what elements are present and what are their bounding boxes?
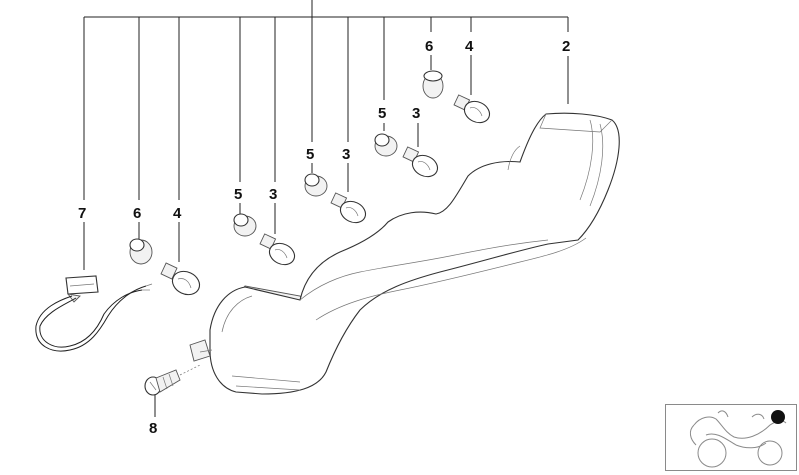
- bulb-socket-5-a: [374, 133, 398, 157]
- bulb-socket-6-top: [422, 70, 444, 99]
- callout-3-c: 3: [269, 186, 277, 203]
- screw-8: [144, 369, 181, 396]
- tail-light-housing: [189, 112, 620, 395]
- callout-5-a: 5: [378, 105, 386, 122]
- bulb-socket-5-b: [304, 173, 328, 197]
- callout-4-top: 4: [465, 38, 474, 55]
- motorcycle-outline-icon: [689, 410, 787, 468]
- callout-4-left: 4: [173, 205, 182, 222]
- bulb-3-b: [330, 192, 367, 224]
- bulb-4-top: [453, 94, 491, 124]
- bulb-3-a: [402, 146, 439, 178]
- callout-numbers: 2 4 6 5 3 5 3 5 3 7 6 4 8: [78, 38, 570, 437]
- bulb-4-left: [160, 262, 201, 296]
- callout-2: 2: [562, 38, 570, 55]
- callout-8: 8: [149, 420, 157, 437]
- callout-5-b: 5: [306, 146, 314, 163]
- callout-3-b: 3: [342, 146, 350, 163]
- bulb-3-c: [259, 233, 296, 266]
- vehicle-location-inset: [665, 404, 797, 471]
- leader-lines: [83, 0, 569, 417]
- location-marker-icon: [771, 410, 785, 424]
- callout-5-c: 5: [234, 186, 242, 203]
- wiring-harness: [35, 275, 153, 352]
- callout-6-top: 6: [425, 38, 433, 55]
- callout-6-left: 6: [133, 205, 141, 222]
- bulb-socket-5-c: [233, 213, 257, 237]
- bulb-socket-6-left: [129, 238, 153, 265]
- callout-7: 7: [78, 205, 86, 222]
- callout-3-a: 3: [412, 105, 420, 122]
